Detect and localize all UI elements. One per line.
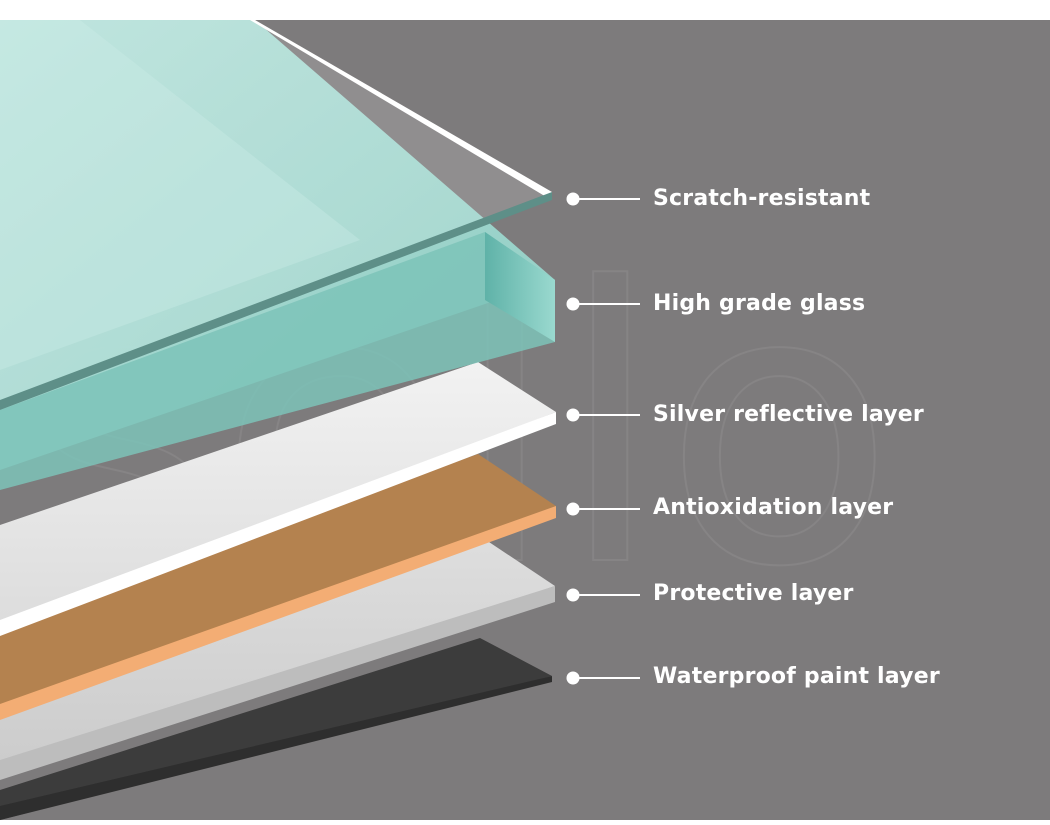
dot-marker-icon (566, 502, 580, 516)
layer-label: Antioxidation layer (653, 495, 894, 520)
dot-marker-icon (566, 408, 580, 422)
high-grade-glass-edge (485, 232, 555, 342)
dot-marker-icon (566, 588, 580, 602)
antioxidation-layer-edge (0, 506, 556, 720)
dot-marker-icon (566, 671, 580, 685)
top-band (0, 0, 1050, 20)
silver-reflective-layer-sheet (0, 362, 556, 628)
callout-markers (566, 192, 640, 685)
high-grade-glass-sheet (0, 20, 555, 470)
layer-label: High grade glass (653, 291, 866, 316)
dot-marker-icon (566, 297, 580, 311)
layer-label: Protective layer (653, 581, 854, 606)
silver-reflective-layer-edge (0, 412, 556, 636)
antioxidation-layer-sheet (0, 454, 556, 712)
protective-layer-edge (0, 586, 555, 780)
scratch-resistant-edge-highlight (250, 20, 552, 198)
dot-marker-icon (566, 192, 580, 206)
protective-layer-sheet (0, 536, 555, 775)
waterproof-paint-layer-edge (0, 676, 552, 820)
high-grade-glass-thickness (0, 232, 555, 490)
layer-label: Waterproof paint layer (653, 664, 940, 689)
glass-highlight (0, 20, 360, 370)
layer-label: Silver reflective layer (653, 402, 924, 427)
scratch-resistant-edge (0, 192, 552, 410)
layer-label: Scratch-resistant (653, 186, 871, 211)
